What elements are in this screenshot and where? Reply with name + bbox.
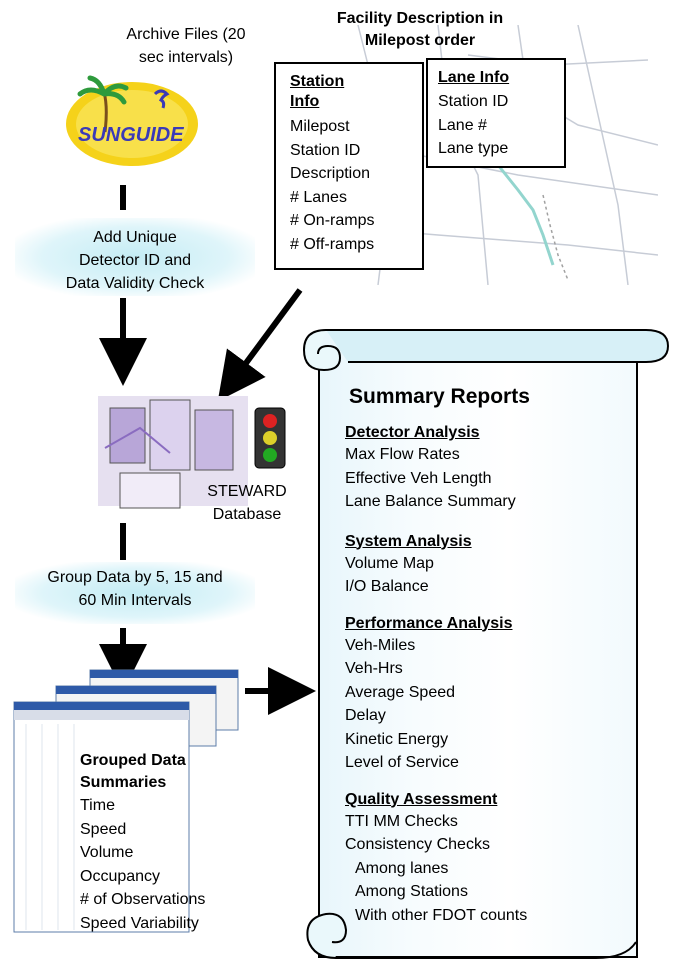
section-heading: Quality Assessment: [345, 790, 498, 808]
grouped-item: Volume: [80, 844, 134, 861]
step-add-id-line1: Add Unique: [93, 229, 177, 246]
section-item: Veh-Hrs: [345, 660, 403, 677]
section-quality: Quality Assessment TTI MM Checks Consist…: [345, 790, 625, 928]
grouped-item: # of Observations: [80, 891, 206, 908]
facility-title-line1: Facility Description in: [336, 10, 504, 27]
summary-title: Summary Reports: [349, 385, 530, 408]
station-info-title-line2: Info: [290, 93, 320, 110]
station-info-item: # On-ramps: [290, 212, 375, 229]
summary-scroll: [318, 330, 638, 958]
section-item: Average Speed: [345, 683, 456, 701]
steward-label-line2: Database: [212, 506, 282, 523]
archive-label: Archive Files (20 sec intervals): [96, 23, 276, 69]
step-add-id: Add Unique Detector ID and Data Validity…: [15, 226, 255, 295]
section-system: System Analysis Volume Map I/O Balance: [345, 532, 625, 599]
step-group: Group Data by 5, 15 and 60 Min Intervals: [15, 566, 255, 612]
section-item: Among lanes: [355, 859, 449, 877]
section-item: Among Stations: [355, 883, 468, 900]
lane-info-item: Station ID: [438, 93, 509, 110]
lane-info-title: Lane Info: [438, 69, 510, 86]
section-performance: Performance Analysis Veh-Miles Veh-Hrs A…: [345, 614, 625, 775]
section-item: Consistency Checks: [345, 836, 490, 853]
station-info-item: Station ID: [290, 141, 361, 159]
grouped-title-line2: Summaries: [80, 774, 167, 791]
section-item: Veh-Miles: [345, 636, 416, 654]
steward-label: STEWARD Database: [192, 480, 302, 526]
section-heading: System Analysis: [345, 532, 472, 550]
section-item: Effective Veh Length: [345, 469, 492, 487]
section-item: With other FDOT counts: [355, 906, 528, 924]
section-item: TTI MM Checks: [345, 812, 458, 830]
facility-title-line2: Milepost order: [364, 32, 476, 49]
grouped-item: Speed: [80, 820, 127, 838]
steward-label-line1: STEWARD: [207, 483, 287, 500]
scroll-curls: [302, 329, 670, 959]
step-group-line2: 60 Min Intervals: [78, 592, 192, 609]
logo-text: SUNGUIDE: [78, 124, 184, 146]
grouped-summaries: Grouped Data Summaries Time Speed Volume…: [80, 750, 300, 935]
section-detector: Detector Analysis Max Flow Rates Effecti…: [345, 423, 625, 514]
arrow-facility-to-db: [217, 288, 303, 402]
station-info-item: Description: [290, 165, 371, 182]
grouped-title-line1: Grouped Data: [80, 752, 186, 769]
lane-info-box: Lane Info Station ID Lane # Lane type: [426, 58, 566, 168]
database-illustration: [90, 388, 290, 518]
lane-info-item: Lane #: [438, 116, 487, 134]
step-group-glow: [15, 562, 255, 624]
section-item: Level of Service: [345, 754, 459, 771]
summary-reports: Summary Reports Detector Analysis Max Fl…: [345, 383, 625, 927]
grouped-item: Speed Variability: [80, 914, 199, 932]
station-info-box: Station Info Milepost Station ID Descrip…: [274, 62, 424, 270]
archive-label-line2: sec intervals): [138, 49, 234, 66]
section-item: Delay: [345, 707, 386, 724]
station-info-item: # Off-ramps: [290, 235, 375, 253]
grouped-item: Occupancy: [80, 867, 161, 885]
step-add-id-line3: Data Validity Check: [65, 275, 205, 292]
sunguide-logo: SUNGUIDE: [60, 72, 205, 172]
section-item: I/O Balance: [345, 578, 429, 595]
section-item: Volume Map: [345, 554, 434, 572]
station-info-title-line1: Station: [290, 73, 345, 90]
grouped-item: Time: [80, 797, 115, 814]
section-item: Max Flow Rates: [345, 446, 460, 463]
step-add-id-glow: [15, 218, 255, 296]
lane-info-item: Lane type: [438, 140, 509, 157]
facility-title: Facility Description in Milepost order: [300, 8, 540, 52]
section-item: Kinetic Energy: [345, 730, 449, 748]
step-add-id-line2: Detector ID and: [78, 252, 192, 269]
section-heading: Performance Analysis: [345, 614, 513, 632]
spreadsheet-window-front: [13, 701, 190, 933]
section-heading: Detector Analysis: [345, 424, 480, 441]
step-group-line1: Group Data by 5, 15 and: [47, 569, 223, 586]
section-item: Lane Balance Summary: [345, 493, 516, 510]
station-info-item: Milepost: [290, 118, 350, 135]
spreadsheet-stack: [12, 668, 242, 938]
archive-label-line1: Archive Files (20: [126, 26, 246, 43]
station-info-item: # Lanes: [290, 188, 347, 206]
